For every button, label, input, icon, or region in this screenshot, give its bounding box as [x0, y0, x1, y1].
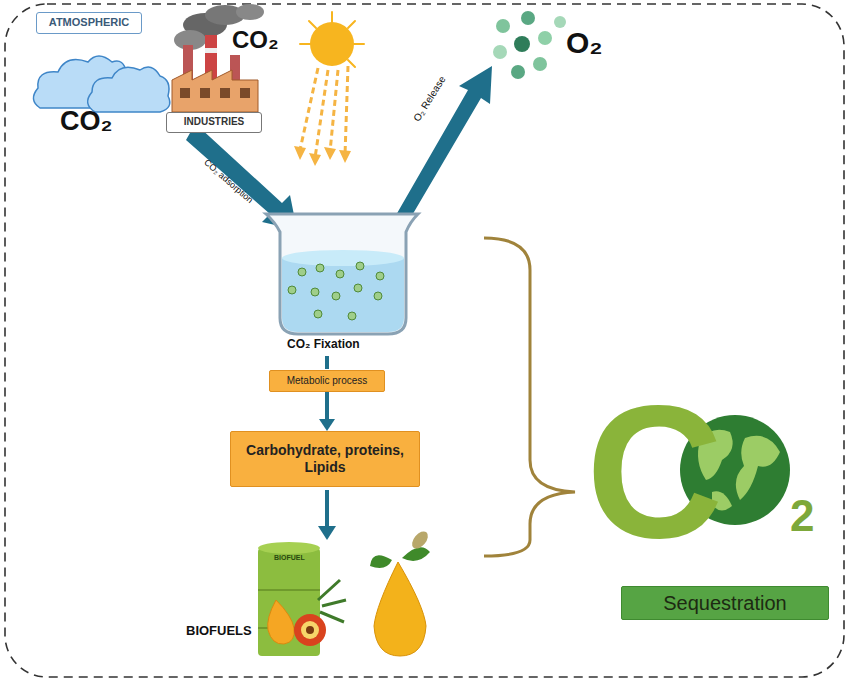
logo-letter: C	[586, 376, 723, 566]
flow-arrows	[186, 66, 492, 230]
curly-bracket	[484, 238, 575, 556]
node-text: ATMOSPHERIC	[49, 16, 129, 30]
arrow-label: O₂ Release	[412, 75, 448, 124]
dashed-frame	[5, 4, 844, 677]
sequestration-box: Sequestration	[621, 586, 829, 620]
label-box: INDUSTRIES	[166, 112, 262, 133]
flow-connector	[319, 392, 335, 431]
clouds	[33, 56, 169, 112]
barrel-label: BIOFUEL	[274, 554, 305, 561]
oxygen-molecules	[493, 11, 566, 79]
biofuel-barrel	[258, 542, 346, 656]
co2-label: CO₂	[232, 28, 279, 52]
o2-label: O₂	[566, 28, 603, 58]
node-text: Metabolic process	[287, 375, 368, 388]
co2-label: CO₂	[60, 108, 113, 135]
logo-subscript: 2	[790, 494, 814, 538]
result-box: Carbohydrate, proteins, Lipids	[230, 431, 420, 487]
node-text: Sequestration	[663, 591, 786, 616]
biofuels-label: BIOFUELS	[186, 624, 252, 637]
beaker	[266, 214, 418, 334]
sun	[294, 12, 364, 166]
factory	[172, 4, 264, 112]
fixation-label: CO₂ Fixation	[287, 338, 360, 350]
process-box: Metabolic process	[269, 370, 385, 392]
node-text: Carbohydrate, proteins, Lipids	[242, 442, 408, 477]
node-text: INDUSTRIES	[184, 116, 245, 129]
oil-drop	[370, 528, 431, 656]
label-box: ATMOSPHERIC	[36, 12, 142, 34]
